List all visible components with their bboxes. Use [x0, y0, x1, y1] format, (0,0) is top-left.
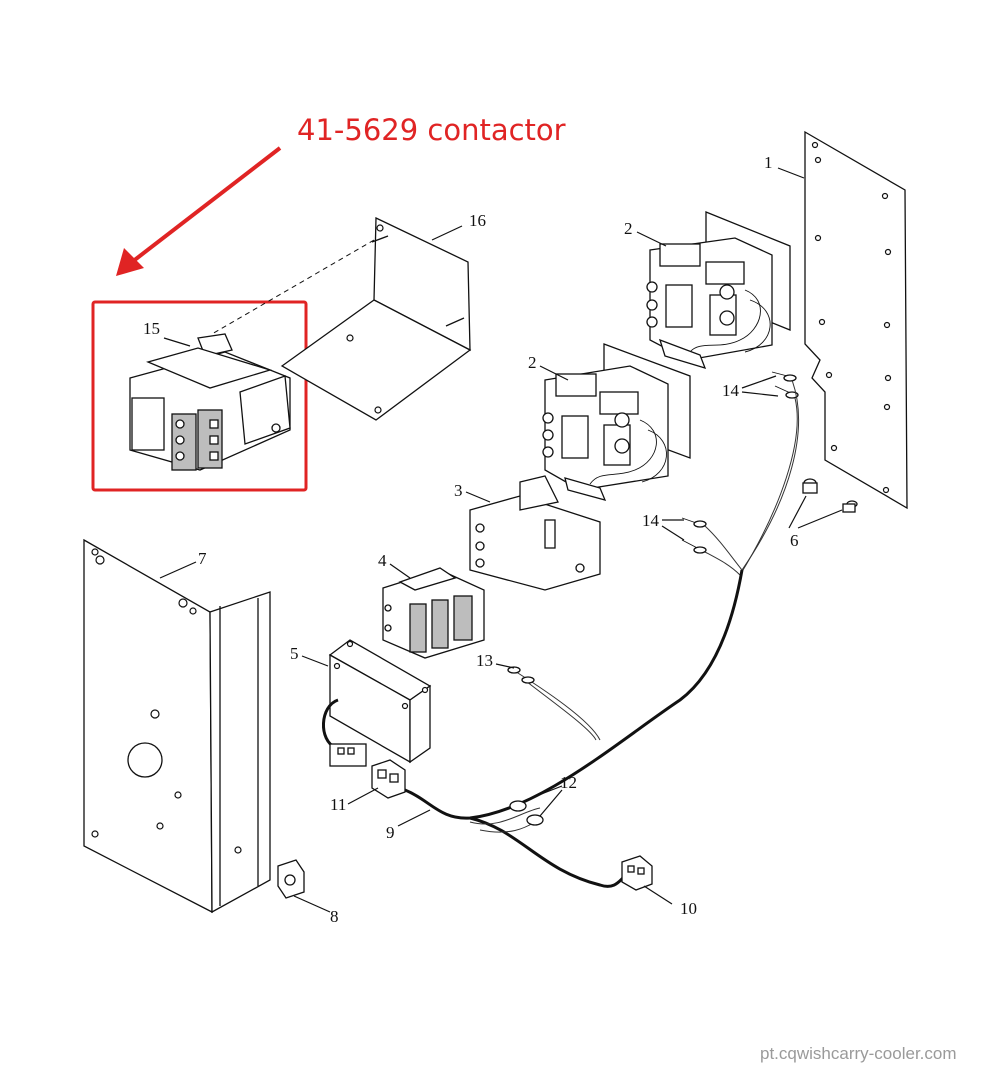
callout-12: 12	[560, 773, 577, 792]
part-16-bracket	[211, 216, 472, 421]
callout-14a: 14	[722, 381, 740, 400]
callout-2b: 2	[528, 353, 537, 372]
callout-5: 5	[290, 644, 299, 663]
callout-15: 15	[143, 319, 160, 338]
callout-7: 7	[198, 549, 207, 568]
part-3-block	[469, 475, 601, 591]
callout-10: 10	[680, 899, 697, 918]
callout-9: 9	[386, 823, 395, 842]
callout-16: 16	[469, 211, 486, 230]
part-1-back-plate	[804, 130, 908, 510]
part-5-module	[322, 639, 432, 767]
callout-6: 6	[790, 531, 799, 550]
callout-4: 4	[378, 551, 387, 570]
highlight-box	[91, 300, 308, 492]
callout-13: 13	[476, 651, 493, 670]
callout-14b: 14	[642, 511, 660, 530]
part-10-connector	[621, 855, 653, 891]
part-11-connector	[371, 759, 406, 799]
leader-lines	[159, 167, 843, 913]
callout-2a: 2	[624, 219, 633, 238]
annotation-arrow	[116, 146, 282, 276]
annotation-label: 41-5629 contactor	[297, 113, 566, 147]
part-4-auxiliary-contact	[382, 567, 485, 659]
part-2-contactor-upper	[646, 211, 791, 370]
callout-8: 8	[330, 907, 339, 926]
part-14-terminals-upper	[739, 371, 799, 576]
callout-labels: 1 2 2 3 4 5 6 7 8 9 10 11 12 13 14 14 15…	[143, 153, 799, 926]
part-2-contactor-lower	[542, 343, 691, 501]
part-14-terminals-lower	[681, 517, 743, 576]
part-15-contactor	[129, 333, 291, 471]
callout-3: 3	[454, 481, 463, 500]
watermark: pt.cqwishcarry-cooler.com	[760, 1044, 957, 1063]
part-6-screws	[802, 478, 858, 513]
part-9-wire-harness	[404, 569, 744, 888]
part-8-clip	[277, 859, 305, 899]
callout-1: 1	[764, 153, 773, 172]
callout-11: 11	[330, 795, 346, 814]
part-7-cover	[83, 538, 271, 914]
